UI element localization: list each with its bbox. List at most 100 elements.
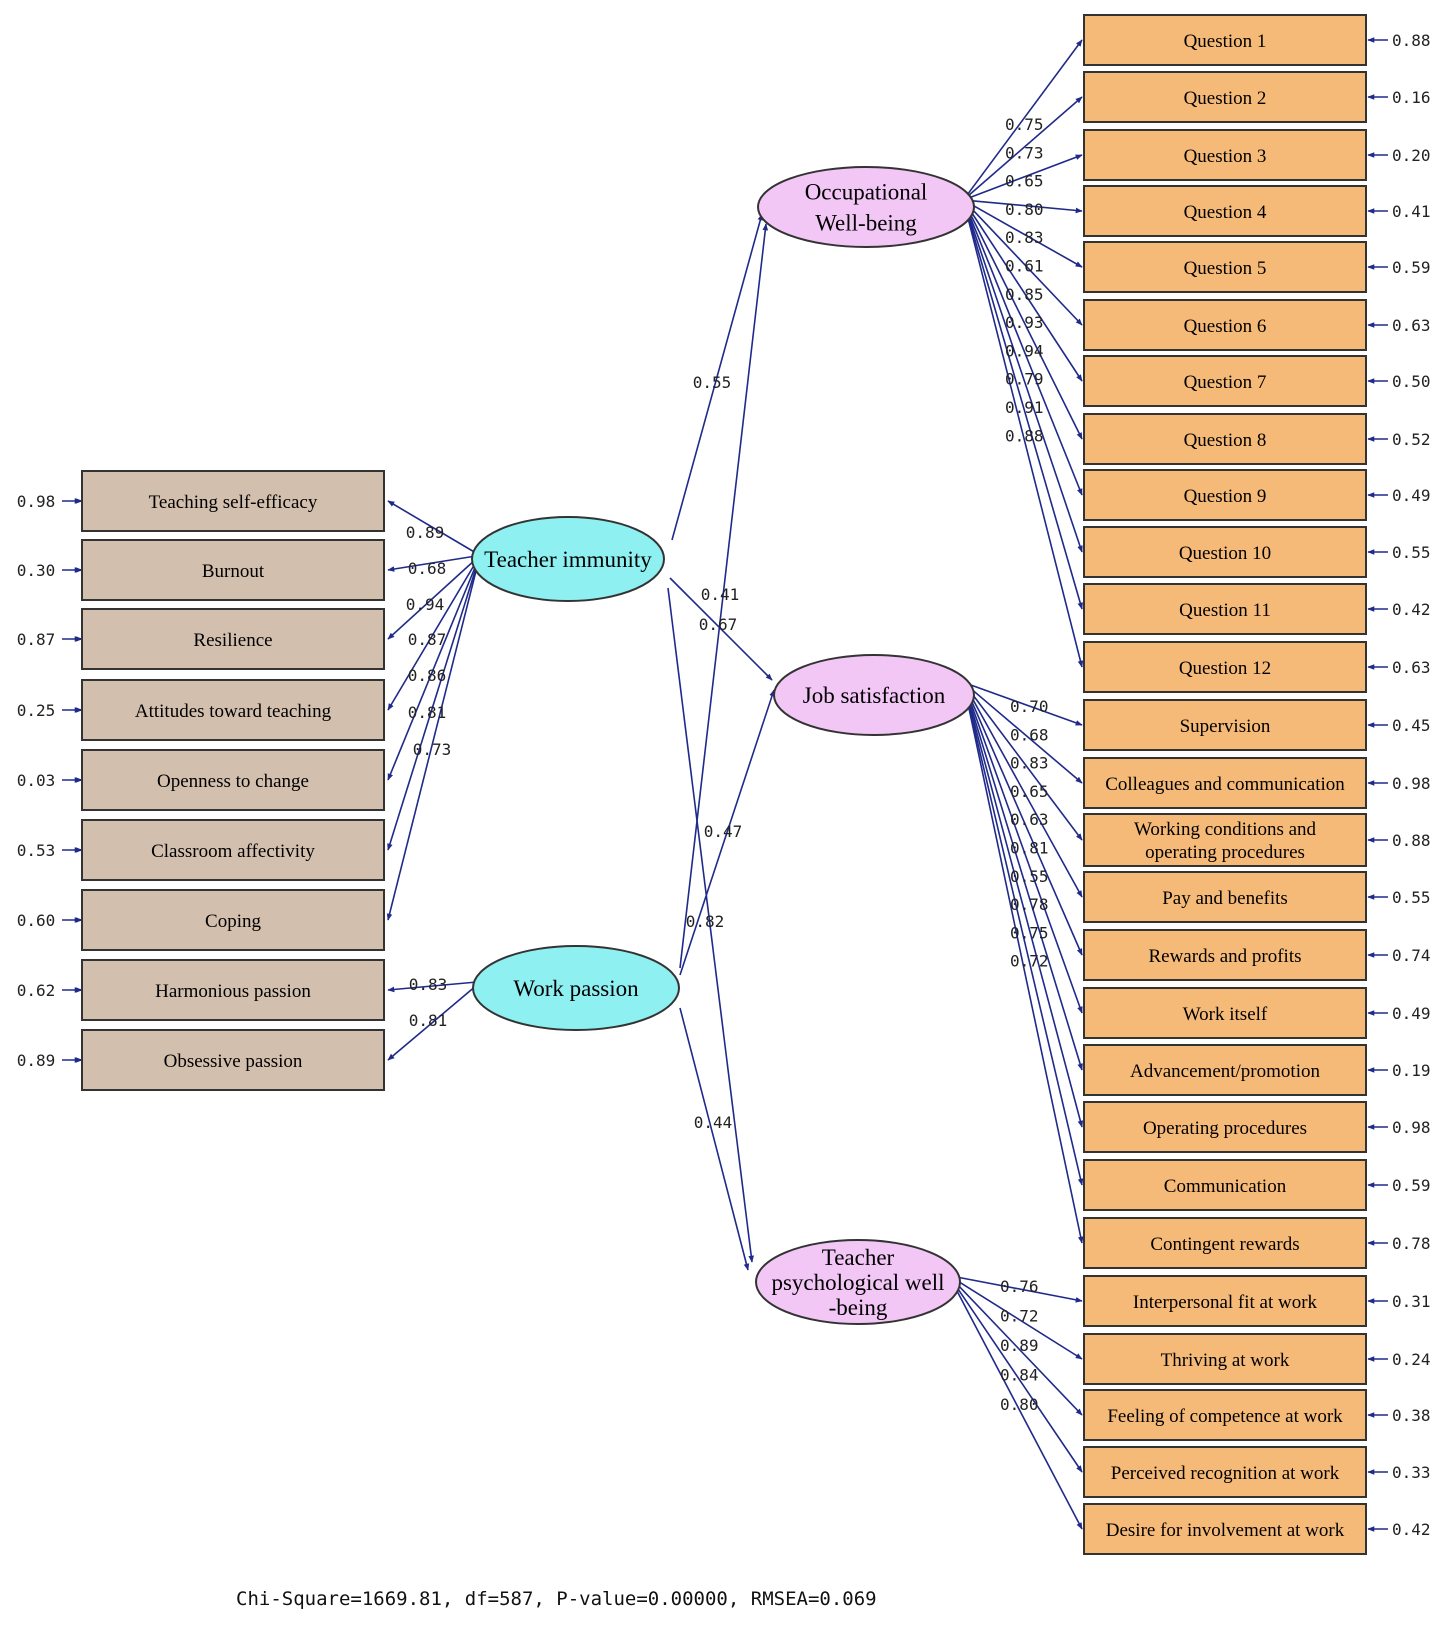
error-value: 0.60 [17,911,56,930]
loading-value: 0.94 [406,595,445,614]
indicator-label: Question 2 [1184,88,1267,109]
error-value: 0.89 [17,1051,56,1070]
loading-arrow [967,204,1083,326]
indicator-label: Classroom affectivity [151,841,315,862]
indicator-label: Advancement/promotion [1130,1061,1320,1082]
error-value: 0.49 [1392,1004,1431,1023]
loading-arrow [967,694,1083,1014]
loading-arrow [967,699,1084,1128]
endogenous-label: Job satisfaction [803,683,946,708]
loading-arrow [387,500,477,554]
loading-arrow [967,690,1083,898]
loading-value: 0.79 [1005,370,1044,389]
loading-value: 0.65 [1005,172,1044,191]
loading-arrow [387,984,478,1061]
loading-arrow [953,1275,1083,1303]
loading-arrow [387,558,477,640]
error-value: 0.59 [1392,258,1431,277]
indicator-label: Colleagues and communication [1105,774,1345,795]
indicator-label: Obsessive passion [164,1051,303,1072]
exogenous-label: Work passion [513,976,639,1001]
endogenous-label: -being [829,1295,888,1320]
loading-value: 0.73 [1005,143,1044,162]
indicator-label: operating procedures [1145,842,1305,863]
error-value: 0.38 [1392,1406,1431,1425]
loading-arrow [967,703,1084,1244]
indicator-label: Work itself [1183,1004,1268,1025]
loading-arrow [967,201,1083,268]
structural-arrow [669,577,773,681]
indicator-label: Harmonious passion [155,981,311,1002]
error-value: 0.03 [17,771,56,790]
loading-arrow [967,206,1083,382]
indicator-label: Resilience [193,630,272,651]
error-value: 0.53 [17,841,56,860]
error-value: 0.98 [1392,1118,1431,1137]
loading-arrow [967,683,1083,726]
indicator-box [81,679,385,741]
structural-arrow [679,1007,750,1271]
loading-value: 0.72 [1010,952,1049,971]
loading-value: 0.80 [1000,1395,1039,1414]
indicator-label: Thriving at work [1161,1350,1290,1371]
loading-value: 0.83 [409,975,448,994]
loading-value: 0.89 [406,523,445,542]
loading-value: 0.88 [1005,426,1044,445]
indicator-label: Desire for involvement at work [1106,1520,1345,1541]
error-value: 0.31 [1392,1292,1431,1311]
error-value: 0.78 [1392,1234,1431,1253]
error-value: 0.63 [1392,316,1431,335]
indicator-box [1083,813,1367,867]
indicator-label: Supervision [1180,716,1271,737]
endogenous-ellipse [757,166,975,248]
error-value: 0.49 [1392,486,1431,505]
loading-value: 0.83 [1005,228,1044,247]
indicator-label: Perceived recognition at work [1111,1463,1340,1484]
loading-value: 0.55 [1010,867,1049,886]
indicator-box [81,470,385,532]
indicator-box [81,889,385,951]
indicator-box [1083,1044,1367,1096]
indicator-box [1083,129,1367,181]
loading-value: 0.93 [1005,313,1044,332]
endogenous-ellipse [755,1239,961,1325]
loading-arrow [387,564,477,781]
error-value: 0.16 [1392,88,1431,107]
loading-arrow [953,1284,1083,1530]
endogenous-label: Well-being [815,211,917,236]
error-value: 0.87 [17,630,56,649]
indicator-label: Contingent rewards [1150,1234,1299,1255]
indicator-box [1083,355,1367,407]
error-value: 0.74 [1392,946,1431,965]
loading-arrow [967,215,1083,610]
error-value: 0.55 [1392,888,1431,907]
fit-statistics: Chi-Square=1669.81, df=587, P-value=0.00… [236,1588,877,1610]
loading-arrow [967,701,1084,1186]
loading-value: 0.81 [409,1011,448,1030]
error-value: 0.88 [1392,31,1431,50]
loading-value: 0.94 [1005,341,1044,360]
error-value: 0.30 [17,561,56,580]
loading-value: 0.85 [1005,285,1044,304]
indicator-box [81,959,385,1021]
loading-value: 0.78 [1010,895,1049,914]
loading-value: 0.81 [1010,839,1049,858]
indicator-label: Question 4 [1184,202,1267,223]
error-value: 0.59 [1392,1176,1431,1195]
structural-arrow [671,213,764,541]
indicator-label: Operating procedures [1143,1118,1307,1139]
structural-coefficient: 0.82 [686,912,725,931]
error-value: 0.25 [17,701,56,720]
structural-arrow [667,587,754,1263]
structural-coefficient: 0.55 [693,373,732,392]
indicator-box [1083,699,1367,751]
loading-value: 0.63 [1010,810,1049,829]
error-value: 0.45 [1392,716,1431,735]
structural-arrow [679,223,769,969]
indicator-label: Coping [205,911,261,932]
indicator-label: Attitudes toward teaching [135,701,332,722]
indicator-box [1083,185,1367,237]
error-value: 0.55 [1392,543,1431,562]
loading-value: 0.87 [408,630,447,649]
error-value: 0.98 [1392,774,1431,793]
